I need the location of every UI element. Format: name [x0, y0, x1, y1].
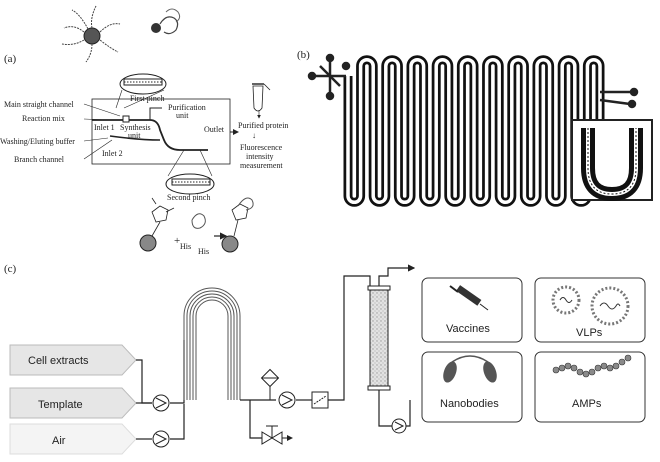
input-air: Air — [9, 423, 137, 455]
label-purification-2: unit — [176, 111, 189, 120]
label-washing-buffer: Washing/Eluting buffer — [0, 137, 75, 146]
input-label-0: Cell extracts — [28, 355, 89, 367]
second-pinch-label: Second pinch — [167, 193, 210, 202]
product-label-1: VLPs — [576, 327, 603, 339]
second-pinch-inset: Second pinch — [165, 149, 215, 202]
his-label-1: His — [180, 242, 191, 251]
panel-a: (a) First pinch — [0, 5, 288, 256]
pump-icon — [391, 418, 407, 434]
dna-bead-icon — [61, 5, 121, 63]
label-purified-protein: Purified protein — [238, 121, 288, 130]
valve-icon — [261, 425, 293, 445]
label-arrow-down: ↓ — [252, 131, 256, 140]
label-purification-1: Purification — [168, 103, 206, 112]
bead-reaction: + His His — [139, 197, 254, 256]
label-reaction-mix: Reaction mix — [22, 114, 65, 123]
first-pinch-inset: First pinch — [115, 73, 167, 109]
nanobody-icon — [443, 355, 497, 383]
tube-icon — [252, 83, 271, 119]
label-fluorescence-1: Fluorescence — [240, 143, 283, 152]
branch-channel — [109, 135, 161, 141]
panel-b: (b) — [297, 49, 653, 207]
input-label-2: Air — [52, 435, 66, 447]
plus-sign: + — [174, 235, 180, 247]
input-cell-extracts: Cell extracts — [9, 344, 137, 376]
label-inlet2: Inlet 2 — [102, 149, 123, 158]
product-vaccines: Vaccines — [421, 277, 523, 343]
his-label-2: His — [198, 247, 209, 256]
serpentine-lumen — [346, 57, 602, 205]
product-vlps: VLPs — [534, 277, 646, 343]
pump-icon — [278, 391, 296, 409]
vlp-icon — [551, 285, 630, 326]
product-nanobodies: Nanobodies — [421, 351, 523, 423]
panel-c: (c) Cell extracts Template Air — [4, 263, 646, 455]
filter-icon — [260, 368, 280, 400]
protein-icon — [151, 8, 181, 35]
amp-icon — [552, 354, 632, 378]
first-pinch-label: First pinch — [130, 94, 164, 103]
product-label-3: AMPs — [572, 398, 602, 410]
label-inlet1: Inlet 1 — [94, 123, 115, 132]
mixer-icon — [311, 391, 329, 409]
panel-b-label: (b) — [297, 49, 310, 61]
product-amps: AMPs — [534, 351, 646, 423]
label-synthesis-2: unit — [128, 131, 141, 140]
pump-icon — [152, 394, 170, 412]
pump-icon — [152, 430, 170, 448]
label-branch-channel: Branch channel — [14, 155, 65, 164]
purification-column — [367, 285, 391, 391]
coil-reactor — [183, 287, 241, 400]
syringe-icon — [449, 285, 489, 311]
label-synthesis-1: Synthesis — [120, 123, 151, 132]
panel-a-label: (a) — [4, 53, 17, 65]
panel-c-label: (c) — [4, 263, 17, 275]
synthesis-square — [122, 115, 130, 123]
label-main-straight-channel: Main straight channel — [4, 100, 75, 109]
inlet-ports — [307, 53, 351, 101]
product-label-2: Nanobodies — [440, 398, 499, 410]
label-fluorescence-2: intensity — [246, 152, 274, 161]
main-channel — [92, 119, 208, 151]
label-outlet: Outlet — [204, 125, 225, 134]
input-label-1: Template — [38, 399, 83, 411]
outlet-ports — [599, 87, 639, 109]
serpentine-channel — [343, 55, 605, 207]
label-fluorescence-3: measurement — [240, 161, 283, 170]
zoom-inset — [571, 119, 653, 202]
product-label-0: Vaccines — [446, 323, 490, 335]
input-template: Template — [9, 387, 137, 419]
